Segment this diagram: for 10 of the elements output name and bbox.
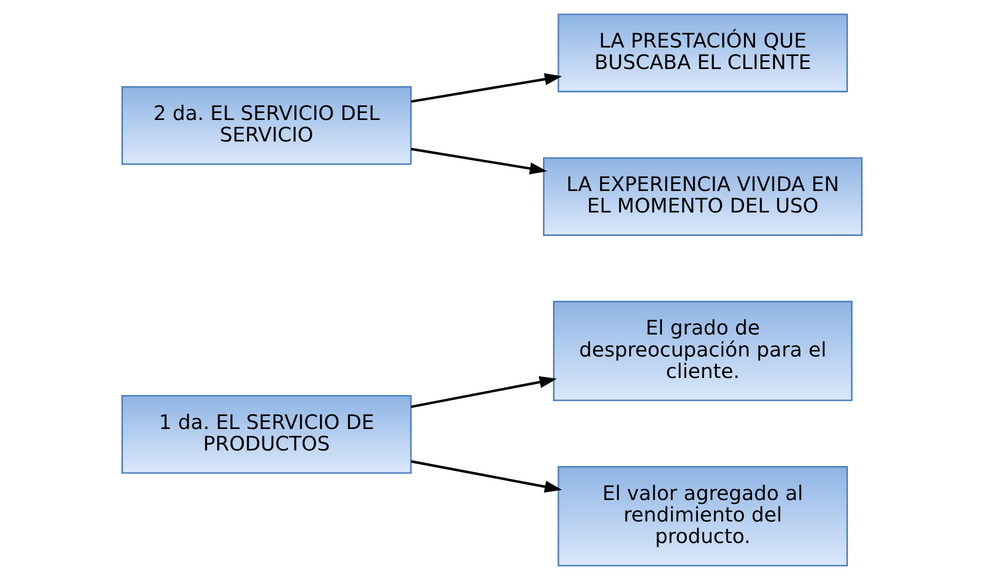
arrow <box>410 73 562 103</box>
node-box: LA PRESTACIÓN QUE BUSCABA EL CLIENTE <box>558 14 848 92</box>
node-box: 1 da. EL SERVICIO DE PRODUCTOS <box>121 395 412 474</box>
node-box: LA EXPERIENCIA VIVIDA EN EL MOMENTO DEL USO <box>542 157 863 236</box>
node-box: El valor agregado al rendimiento del producto. <box>558 466 848 566</box>
node-box: El grado de despreocupación para el cliente. <box>553 300 853 402</box>
arrow <box>410 376 557 408</box>
arrow <box>410 460 562 493</box>
arrow <box>410 148 548 174</box>
node-box: 2 da. EL SERVICIO DEL SERVICIO <box>121 86 412 165</box>
